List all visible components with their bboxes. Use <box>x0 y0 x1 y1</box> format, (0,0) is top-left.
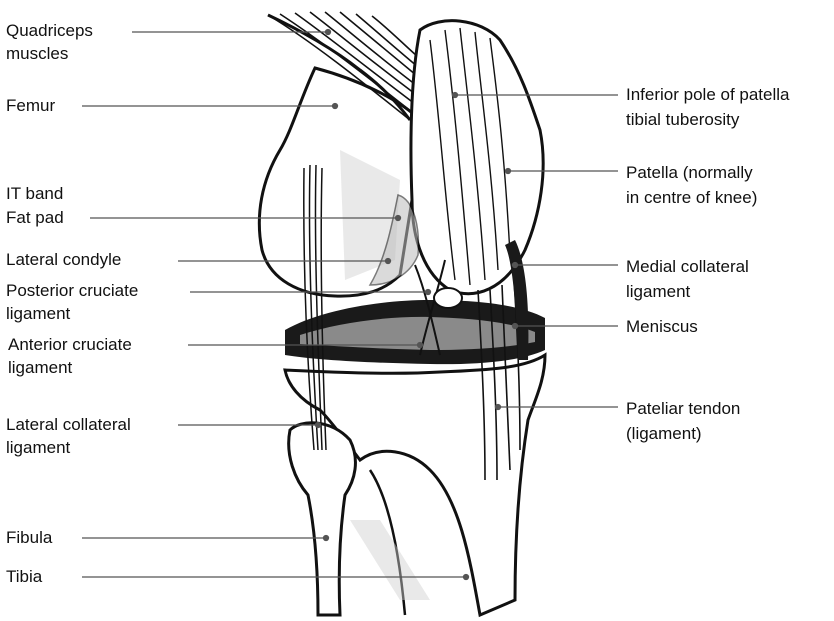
label-inferior-pole-line2: tibial tuberosity <box>626 109 739 131</box>
label-patellar-tendon-line2: (ligament) <box>626 423 702 445</box>
label-fat-pad: Fat pad <box>6 207 64 229</box>
label-acl-line2: ligament <box>8 357 72 379</box>
label-patellar-tendon-line1: Pateliar tendon <box>626 398 740 420</box>
label-quadriceps-line2: muscles <box>6 43 68 65</box>
label-femur: Femur <box>6 95 55 117</box>
label-pcl-line2: ligament <box>6 303 70 325</box>
label-patella-line2: in centre of knee) <box>626 187 757 209</box>
label-it-band: IT band <box>6 183 63 205</box>
tibia-shading <box>350 520 430 600</box>
label-inferior-pole-line1: Inferior pole of patella <box>626 84 790 106</box>
label-mcl-line2: ligament <box>626 281 690 303</box>
label-lcl-line2: ligament <box>6 437 70 459</box>
label-pcl-line1: Posterior cruciate <box>6 280 138 302</box>
label-quadriceps-line1: Quadriceps <box>6 20 93 42</box>
label-patella-line1: Patella (normally <box>626 162 753 184</box>
label-acl-line1: Anterior cruciate <box>8 334 132 356</box>
label-lcl-line1: Lateral collateral <box>6 414 131 436</box>
label-tibia: Tibia <box>6 566 42 588</box>
fibula-shape <box>289 423 356 615</box>
label-mcl-line1: Medial collateral <box>626 256 749 278</box>
label-meniscus: Meniscus <box>626 316 698 338</box>
label-lateral-condyle: Lateral condyle <box>6 249 121 271</box>
label-fibula: Fibula <box>6 527 52 549</box>
patella-shape <box>411 21 543 294</box>
